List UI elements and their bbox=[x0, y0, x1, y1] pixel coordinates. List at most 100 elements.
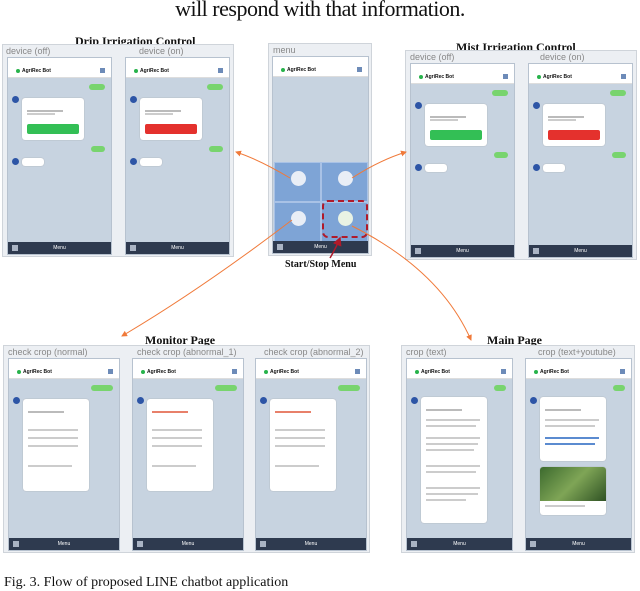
user-message bbox=[613, 385, 625, 391]
bot-avatar bbox=[530, 397, 537, 404]
stop-button[interactable] bbox=[145, 124, 197, 134]
menu-bar[interactable]: Menu bbox=[133, 538, 243, 550]
menu-bar[interactable]: Menu bbox=[411, 245, 514, 257]
user-message bbox=[209, 146, 223, 152]
menu-label: Menu bbox=[304, 541, 318, 547]
arrow-to-main bbox=[351, 225, 472, 341]
user-message bbox=[494, 152, 508, 158]
panel-label: check crop (abnormal_1) bbox=[137, 347, 237, 357]
user-message bbox=[612, 152, 626, 158]
panel-label: menu bbox=[273, 45, 296, 55]
bot-message bbox=[425, 164, 447, 172]
bot-avatar bbox=[533, 164, 540, 171]
start-button[interactable] bbox=[430, 130, 482, 140]
user-message bbox=[494, 385, 506, 391]
phone-crop-youtube: AgriRec Bot Menu bbox=[525, 358, 632, 551]
menu-bar[interactable]: Menu bbox=[126, 242, 229, 254]
status-bar bbox=[256, 359, 366, 366]
panel-label: crop (text+youtube) bbox=[538, 347, 616, 357]
app-title: AgriRec Bot bbox=[22, 68, 51, 74]
menu-bar[interactable]: Menu bbox=[273, 241, 368, 253]
menu-bar[interactable]: Menu bbox=[9, 538, 119, 550]
stop-button[interactable] bbox=[548, 130, 600, 140]
control-card bbox=[140, 98, 202, 140]
chat-header: AgriRec Bot bbox=[256, 366, 366, 379]
menu-label: Menu bbox=[572, 541, 585, 547]
status-bar bbox=[411, 64, 514, 71]
control-card bbox=[22, 98, 84, 140]
app-title: AgriRec Bot bbox=[425, 74, 454, 80]
phone-monitor-abnormal-1: AgriRec Bot Menu bbox=[132, 358, 244, 551]
app-title: AgriRec Bot bbox=[23, 369, 52, 375]
bot-message bbox=[140, 158, 162, 166]
arrow-to-start-stop bbox=[329, 236, 342, 259]
app-title: AgriRec Bot bbox=[270, 369, 299, 375]
chat-header: AgriRec Bot bbox=[126, 65, 229, 78]
menu-label: Menu bbox=[456, 248, 469, 254]
bot-message bbox=[543, 164, 565, 172]
chat-header: AgriRec Bot bbox=[8, 65, 111, 78]
phone-menu: AgriRec Bot Menu bbox=[272, 56, 369, 254]
user-message bbox=[215, 385, 237, 391]
control-card bbox=[425, 104, 487, 146]
bot-avatar bbox=[12, 158, 19, 165]
panel-label: device (on) bbox=[139, 46, 184, 56]
menu-label: Menu bbox=[57, 541, 71, 547]
phone-crop-text: AgriRec Bot Menu bbox=[406, 358, 513, 551]
menu-panel: menu AgriRec Bot Menu bbox=[268, 43, 372, 256]
menu-bar[interactable]: Menu bbox=[256, 538, 366, 550]
menu-label: Menu bbox=[181, 541, 195, 547]
main-title: Main Page bbox=[487, 333, 542, 347]
phone-mist-on: AgriRec Bot Menu bbox=[528, 63, 633, 258]
status-bar bbox=[126, 58, 229, 65]
crop-info-card bbox=[421, 397, 487, 523]
video-thumbnail bbox=[540, 467, 606, 501]
user-message bbox=[492, 90, 508, 96]
bot-avatar bbox=[533, 102, 540, 109]
bot-avatar bbox=[260, 397, 267, 404]
youtube-preview[interactable] bbox=[540, 467, 606, 515]
menu-bar[interactable]: Menu bbox=[529, 245, 632, 257]
menu-bar[interactable]: Menu bbox=[526, 538, 631, 550]
start-stop-highlight bbox=[322, 200, 368, 238]
arrow-to-mist bbox=[351, 150, 407, 179]
panel-label: device (off) bbox=[410, 52, 455, 62]
user-message bbox=[338, 385, 360, 391]
drip-panel: device (off) device (on) AgriRec Bot Men… bbox=[2, 44, 234, 257]
menu-label: Menu bbox=[574, 248, 587, 254]
bot-avatar bbox=[12, 96, 19, 103]
menu-bar[interactable]: Menu bbox=[8, 242, 111, 254]
chat-header: AgriRec Bot bbox=[133, 366, 243, 379]
bot-avatar bbox=[137, 397, 144, 404]
arrow-to-monitor bbox=[121, 219, 293, 337]
bot-avatar bbox=[411, 397, 418, 404]
menu-drip-irrigation[interactable] bbox=[274, 162, 321, 202]
status-bar bbox=[526, 359, 631, 366]
figure-caption: Fig. 3. Flow of proposed LINE chatbot ap… bbox=[4, 575, 289, 590]
start-stop-label: Start/Stop Menu bbox=[285, 259, 357, 270]
panel-label: check crop (abnormal_2) bbox=[264, 347, 364, 357]
user-message bbox=[89, 84, 105, 90]
status-card bbox=[23, 399, 89, 491]
app-title: AgriRec Bot bbox=[140, 68, 169, 74]
app-title: AgriRec Bot bbox=[421, 369, 450, 375]
bot-avatar bbox=[13, 397, 20, 404]
panel-label: crop (text) bbox=[406, 347, 447, 357]
menu-bar[interactable]: Menu bbox=[407, 538, 512, 550]
status-bar bbox=[273, 57, 368, 64]
chat-header: AgriRec Bot bbox=[407, 366, 512, 379]
menu-label: Menu bbox=[453, 541, 466, 547]
user-message bbox=[91, 385, 113, 391]
panel-label: device (on) bbox=[540, 52, 585, 62]
crop-info-card bbox=[540, 397, 606, 461]
status-bar bbox=[407, 359, 512, 366]
status-card bbox=[147, 399, 213, 491]
monitor-title: Monitor Page bbox=[145, 333, 216, 347]
chat-header: AgriRec Bot bbox=[526, 366, 631, 379]
menu-label: Menu bbox=[314, 244, 327, 250]
phone-drip-off: AgriRec Bot Menu bbox=[7, 57, 112, 255]
start-button[interactable] bbox=[27, 124, 79, 134]
bot-message bbox=[22, 158, 44, 166]
phone-drip-on: AgriRec Bot Menu bbox=[125, 57, 230, 255]
